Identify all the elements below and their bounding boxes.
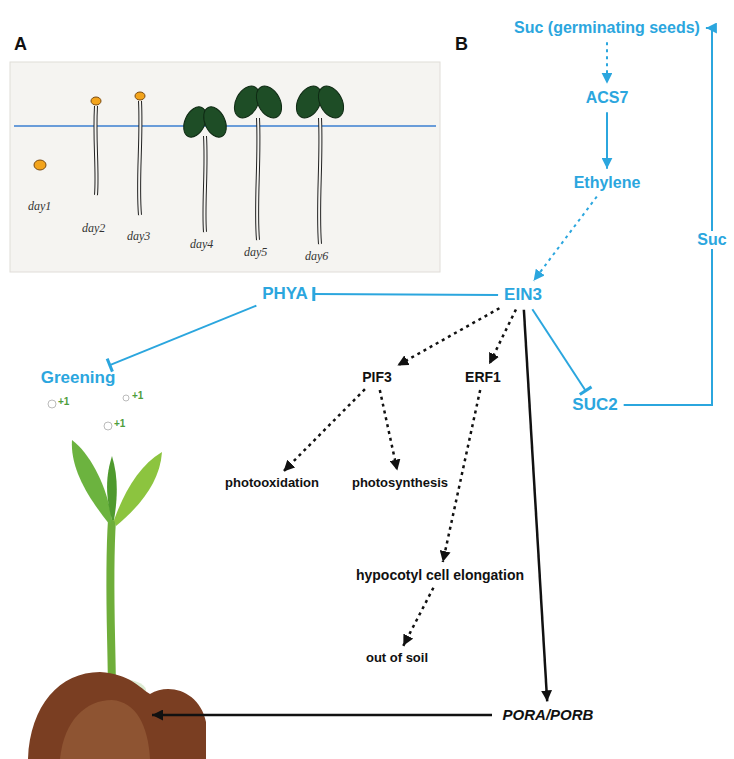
gene-node: SUC2: [569, 393, 620, 417]
connector: [606, 42, 608, 84]
node-text: photooxidation: [225, 476, 319, 491]
connector: [403, 588, 433, 646]
connector: [283, 389, 364, 471]
node-text: PHYA: [262, 284, 308, 304]
connector: [606, 112, 608, 169]
gene-node: EIN3: [501, 283, 545, 307]
seed: [91, 97, 101, 105]
day-label: day3: [127, 230, 150, 244]
process-node: out of soil: [363, 649, 431, 668]
stem: [110, 520, 112, 700]
day-label: day4: [190, 238, 213, 252]
gene-node: PIF3: [359, 367, 395, 387]
process-node: photosynthesis: [349, 474, 451, 493]
node-text: Ethylene: [574, 174, 641, 192]
hypocotyl-fill: [257, 118, 258, 240]
node-text: hypocotyl cell elongation: [356, 567, 524, 583]
hormone-node: Ethylene: [571, 172, 644, 194]
seed: [135, 92, 145, 100]
cotyledon: [313, 82, 348, 122]
connector: [443, 390, 480, 562]
node-text: SUC2: [572, 395, 617, 415]
connector: [532, 309, 585, 390]
node-text: Greening: [41, 368, 116, 388]
hypocotyl-outline: [319, 118, 320, 244]
leaf: [114, 452, 162, 526]
day-label: day6: [305, 250, 328, 264]
connector: [624, 28, 712, 405]
hypocotyl-outline: [139, 101, 140, 215]
metabolite-node: Suc (germinating seeds): [511, 17, 703, 39]
bubble: [123, 395, 129, 401]
connector: [489, 309, 516, 364]
connector: [397, 308, 499, 365]
cotyledon: [251, 82, 286, 122]
gene-node: PHYA: [259, 282, 311, 306]
node-text: PIF3: [362, 369, 392, 385]
connector: [524, 310, 547, 702]
icon-number: +1: [114, 418, 125, 430]
hypocotyl-fill: [204, 136, 205, 232]
hypocotyl-fill: [319, 118, 320, 244]
process-node: photooxidation: [222, 474, 322, 493]
bubble: [104, 422, 112, 430]
leaf: [107, 456, 117, 520]
node-text: photosynthesis: [352, 476, 448, 491]
hypocotyl-outline: [257, 118, 258, 240]
panel-letter: A: [14, 34, 27, 55]
day-label: day1: [28, 200, 51, 214]
day-label: day2: [82, 222, 105, 236]
bubble: [48, 400, 56, 408]
node-text: out of soil: [366, 651, 428, 666]
arrow-line: [152, 714, 492, 717]
gene-node: ERF1: [462, 367, 504, 387]
edge-label: Suc: [695, 231, 728, 249]
panel-letter: B: [455, 34, 468, 55]
node-text: EIN3: [504, 285, 542, 305]
connector: [380, 390, 397, 471]
gene-node: PORA/PORB: [500, 704, 597, 725]
connector: [534, 197, 597, 281]
node-text: ERF1: [465, 369, 501, 385]
connector: [314, 293, 498, 296]
gene-node: ACS7: [583, 87, 632, 109]
hypocotyl-outline: [95, 106, 96, 195]
photo-panel: [10, 62, 440, 272]
hypocotyl-fill: [139, 101, 140, 215]
seed: [34, 160, 46, 170]
cotyledon: [199, 103, 231, 140]
hypocotyl-outline: [204, 136, 205, 232]
icon-number: +1: [58, 396, 69, 408]
node-text: Suc (germinating seeds): [514, 19, 700, 37]
process-node: Greening: [38, 366, 119, 390]
process-node: hypocotyl cell elongation: [353, 565, 527, 585]
hypocotyl-fill: [95, 106, 96, 195]
node-text: ACS7: [586, 89, 629, 107]
icon-number: +1: [132, 390, 143, 402]
connector: [110, 306, 257, 365]
day-label: day5: [244, 246, 267, 260]
soil-shade: [60, 700, 150, 759]
node-text: PORA/PORB: [503, 706, 594, 723]
leaf: [72, 440, 112, 525]
